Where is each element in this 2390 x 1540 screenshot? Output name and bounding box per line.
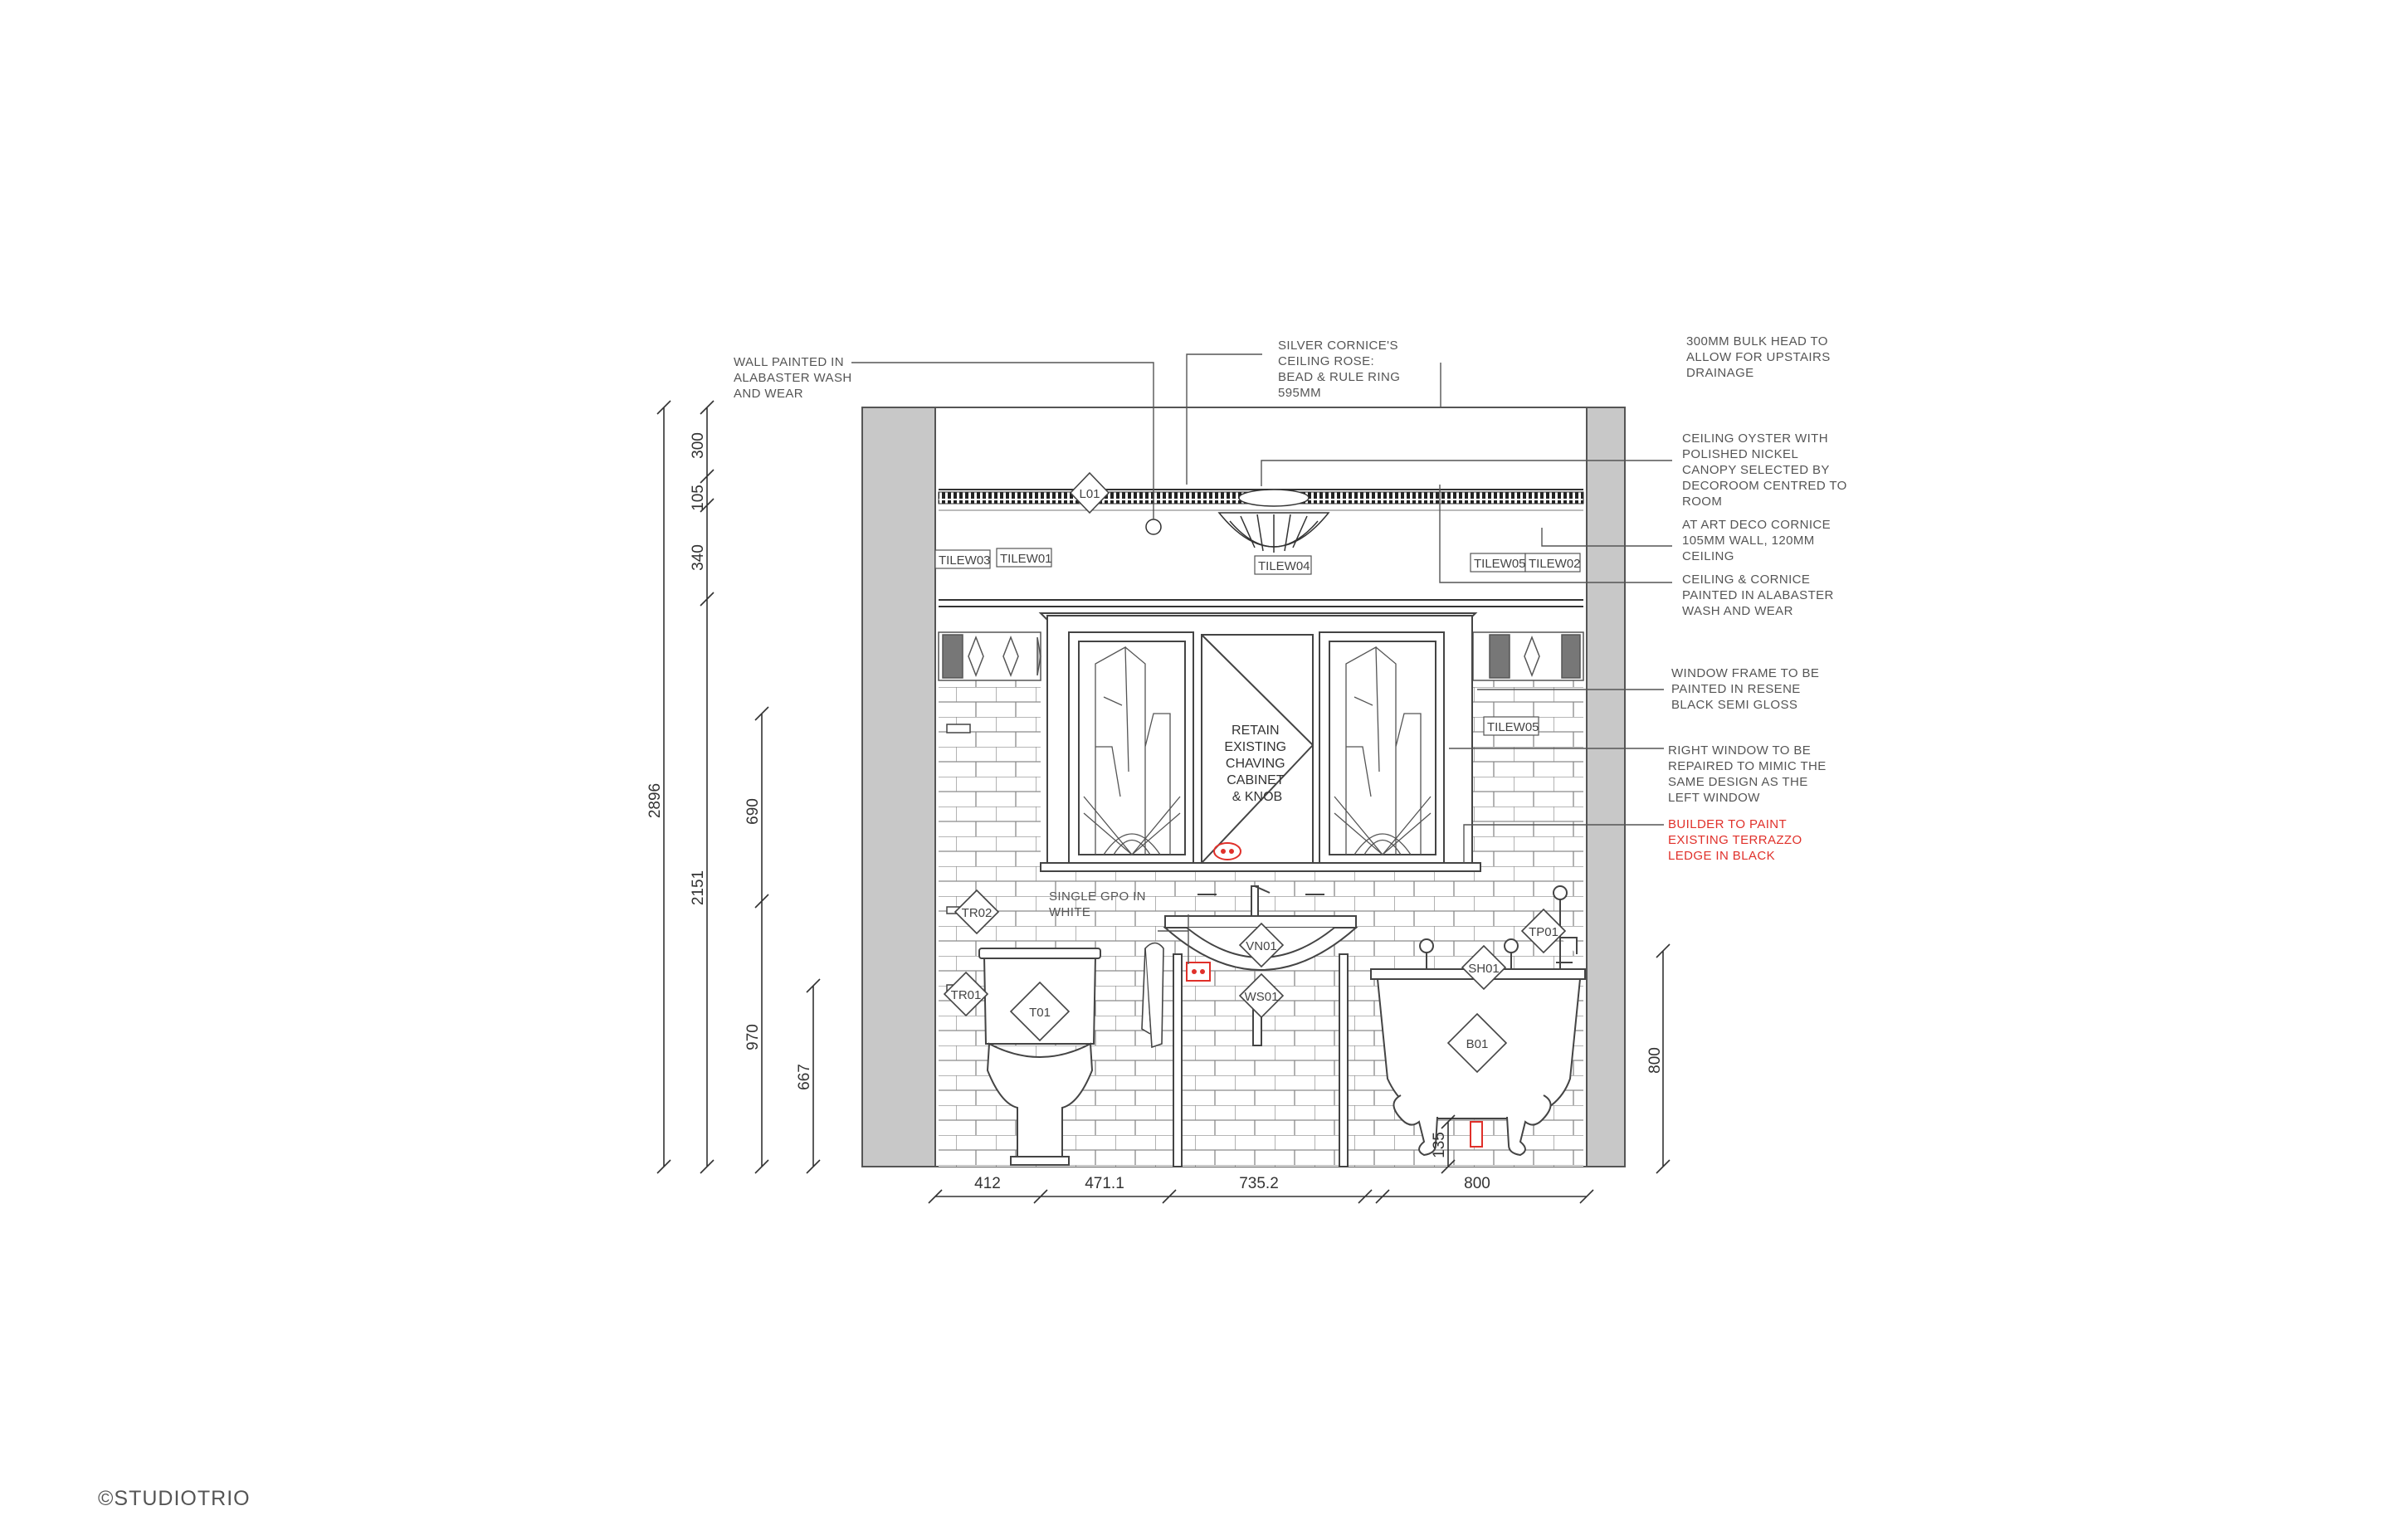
dim-2896: 2896 (646, 783, 664, 818)
tag-tr02: TR02 (962, 906, 993, 920)
tag-l01: L01 (1079, 487, 1100, 501)
dim-735-2: 735.2 (1239, 1175, 1279, 1192)
tag-tilew04: TILEW04 (1258, 559, 1310, 573)
tag-tilew05-mid: TILEW05 (1487, 720, 1539, 734)
horizontal-dimension-line (928, 1189, 1594, 1204)
dim-800-right: 800 (1646, 1047, 1664, 1074)
note-builder: BUILDER TO PAINT EXISTING TERRAZZO LEDGE… (1668, 817, 1806, 863)
note-gpo: SINGLE GPO IN WHITE (1049, 889, 1149, 919)
tag-tilew05-top: TILEW05 (1474, 557, 1526, 571)
tag-ws01: WS01 (1245, 990, 1279, 1004)
diamond-tags (943, 471, 1567, 1074)
dim-667: 667 (796, 1064, 813, 1090)
room-walls (861, 407, 1626, 1167)
dim-135: 135 (1431, 1132, 1448, 1158)
dim-340: 340 (690, 544, 707, 571)
tag-vn01: VN01 (1246, 939, 1277, 953)
right-art-deco-window (1334, 646, 1432, 856)
dim-690: 690 (744, 798, 762, 825)
note-bulkhead: 300MM BULK HEAD TO ALLOW FOR UPSTAIRS DR… (1686, 334, 1834, 380)
note-window-frame: WINDOW FRAME TO BE PAINTED IN RESENE BLA… (1671, 666, 1823, 712)
cabinet-knob-icon (1213, 842, 1241, 860)
note-art-deco: AT ART DECO CORNICE 105MM WALL, 120MM CE… (1682, 518, 1835, 563)
tag-tilew01: TILEW01 (1000, 552, 1052, 566)
tag-b01: B01 (1466, 1037, 1489, 1051)
ceiling-oyster (1145, 489, 1330, 553)
note-right-window: RIGHT WINDOW TO BE REPAIRED TO MIMIC THE… (1668, 743, 1830, 805)
tag-tilew03: TILEW03 (939, 553, 991, 568)
cabinet-note: RETAIN EXISTING CHAVING CABINET & KNOB (1224, 724, 1290, 804)
dim-970: 970 (744, 1024, 762, 1050)
note-oyster: CEILING OYSTER WITH POLISHED NICKEL CANO… (1682, 431, 1851, 509)
tag-tilew02: TILEW02 (1529, 557, 1581, 571)
dim-412: 412 (974, 1175, 1001, 1192)
leader-lines (851, 353, 1672, 964)
vertical-dimension-lines (656, 400, 1671, 1174)
tile-tags (934, 548, 1581, 736)
tag-tr01: TR01 (951, 988, 982, 1002)
note-cornice-rose: SILVER CORNICE'S CEILING ROSE: BEAD & RU… (1278, 339, 1404, 400)
dim-300: 300 (690, 432, 707, 459)
towel (1141, 942, 1164, 1049)
tag-t01: T01 (1029, 1006, 1051, 1020)
shaving-cabinet (1201, 634, 1314, 864)
tag-tp01: TP01 (1529, 925, 1558, 939)
left-art-deco-window (1083, 646, 1181, 856)
dim-2151: 2151 (690, 870, 707, 905)
note-ceiling-paint: CEILING & CORNICE PAINTED IN ALABASTER W… (1682, 573, 1837, 618)
gpo-outlet-icon (1186, 962, 1211, 982)
note-wall-paint: WALL PAINTED IN ALABASTER WASH AND WEAR (734, 355, 856, 401)
dim-800: 800 (1464, 1175, 1490, 1192)
dim-471-1: 471.1 (1085, 1175, 1124, 1192)
copyright-label: ©STUDIOTRIO (98, 1487, 251, 1510)
tag-sh01: SH01 (1468, 962, 1500, 976)
dim-105: 105 (690, 485, 707, 511)
